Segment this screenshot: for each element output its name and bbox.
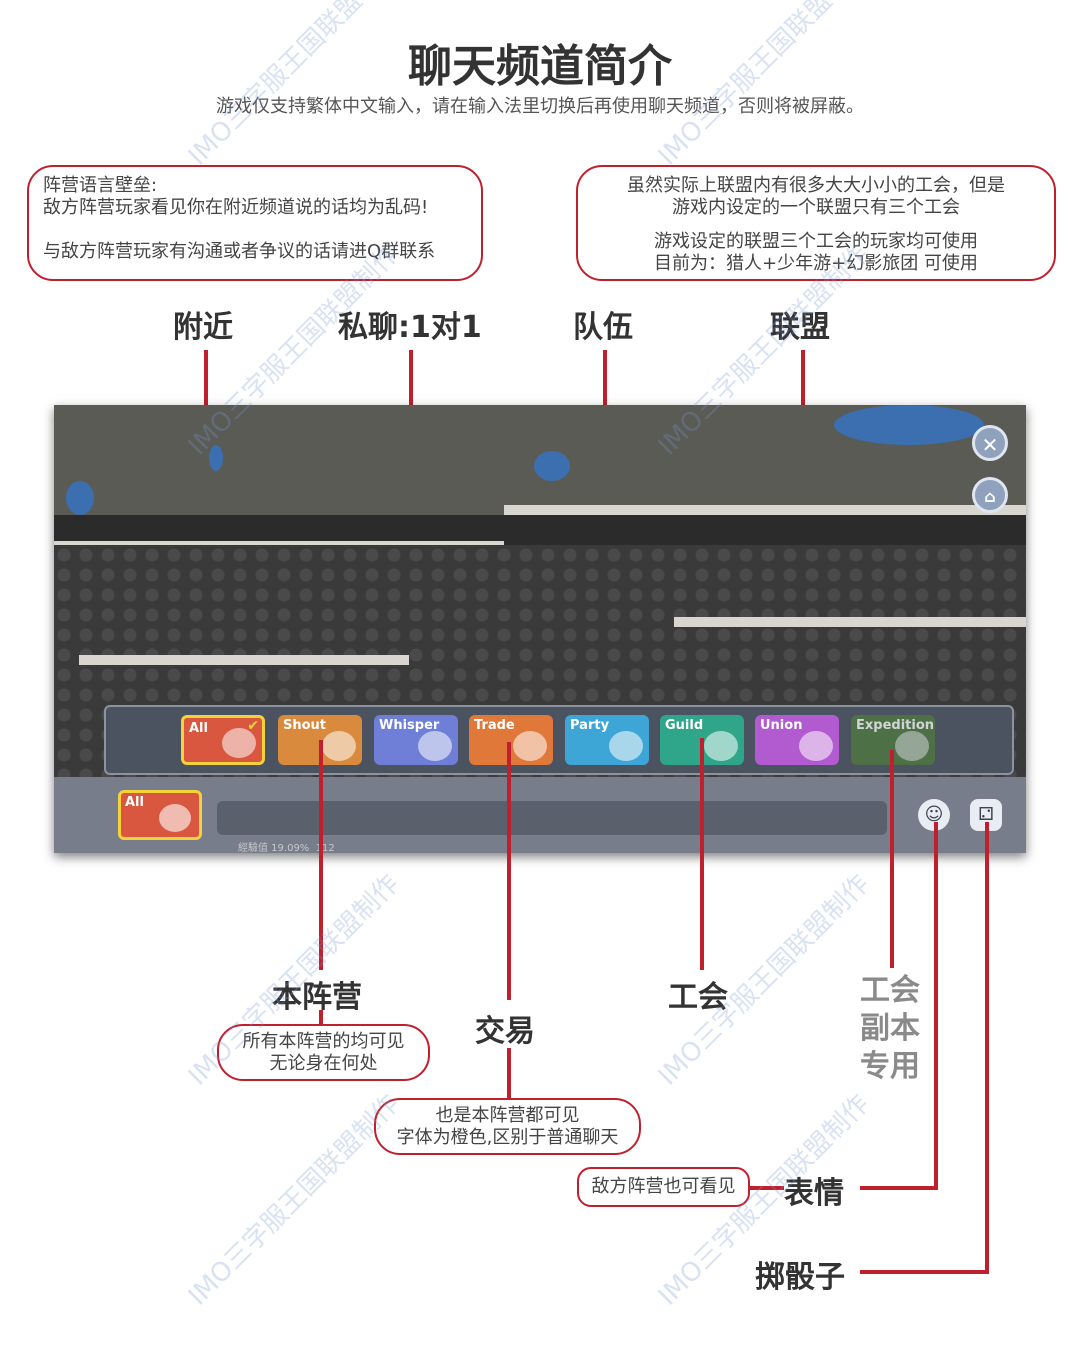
group-icon	[609, 731, 643, 761]
map-icon	[895, 731, 929, 761]
label-trade: 交易	[475, 1014, 535, 1049]
map-blob	[66, 481, 94, 515]
tab-all[interactable]: All ✔	[181, 715, 265, 765]
tab-label: Union	[760, 718, 803, 733]
tab-label: Whisper	[379, 718, 440, 733]
tab-label: All	[189, 721, 208, 736]
note-line: 敌方阵营玩家看见你在附近频道说的话均为乱码!	[43, 197, 429, 218]
label-expedition: 工会 副本 专用	[860, 973, 920, 1084]
label-shout: 本阵营	[272, 980, 362, 1015]
connector-dice	[985, 822, 989, 1274]
tab-union[interactable]: Union	[755, 715, 839, 765]
label-whisper: 私聊:1对1	[338, 310, 482, 345]
game-screenshot: ✕ ⌂ All ✔ Shout Whisper Trade Party Guil…	[54, 405, 1026, 853]
connector-dice-h	[860, 1270, 989, 1274]
map-blob	[534, 451, 570, 481]
note-line: 无论身在何处	[269, 1053, 378, 1074]
ear-icon	[418, 731, 452, 761]
note-line: 与敌方阵营玩家有沟通或者争议的话请进Q群联系	[43, 241, 436, 262]
map-ledge	[674, 617, 1026, 627]
flag-icon	[704, 731, 738, 761]
megaphone-icon	[322, 731, 356, 761]
note-nearby: 阵营语言壁垒: 敌方阵营玩家看见你在附近频道说的话均为乱码! 与敌方阵营玩家有沟…	[27, 165, 483, 281]
connector-emote-h	[860, 1186, 938, 1190]
tab-expedition[interactable]: Expedition	[851, 715, 935, 765]
tab-label: Expedition	[856, 718, 935, 733]
chat-input[interactable]	[217, 801, 887, 835]
note-trade: 也是本阵营都可见 字体为橙色,区别于普通聊天	[374, 1098, 641, 1155]
unlock-icon[interactable]: ⌂	[972, 477, 1008, 513]
tab-trade[interactable]: Trade	[469, 715, 553, 765]
connector-guild	[700, 738, 704, 970]
label-dice: 掷骰子	[755, 1260, 845, 1295]
note-line: 字体为橙色,区别于普通聊天	[396, 1127, 619, 1148]
label-guild: 工会	[668, 980, 728, 1015]
label-emote: 表情	[784, 1176, 844, 1211]
coin-bag-icon	[513, 731, 547, 761]
map-ledge	[504, 505, 1026, 515]
note-union: 虽然实际上联盟内有很多大大小小的工会，但是 游戏内设定的一个联盟只有三个工会 游…	[576, 165, 1056, 281]
connector-emote-note	[750, 1186, 784, 1190]
channel-tab-bar: All ✔ Shout Whisper Trade Party Guild Un…	[104, 705, 1014, 775]
note-line: 游戏设定的联盟三个工会的玩家均可使用	[654, 231, 978, 252]
page-subtitle: 游戏仅支持繁体中文输入，请在输入法里切换后再使用聊天频道，否则将被屏蔽。	[216, 96, 864, 117]
connector-shout	[319, 740, 323, 970]
note-line: 也是本阵营都可见	[435, 1105, 580, 1126]
tab-party[interactable]: Party	[565, 715, 649, 765]
map-ledge	[79, 655, 409, 665]
note-line: 虽然实际上联盟内有很多大大小小的工会，但是	[627, 175, 1005, 196]
tab-label: Guild	[665, 718, 704, 733]
tab-label: Trade	[474, 718, 515, 733]
connector-trade-note	[507, 1048, 511, 1098]
connector-emote	[934, 822, 938, 1190]
note-line: 所有本阵营的均可见	[242, 1031, 405, 1052]
watermark: IMO三字服王国联盟制作	[182, 1089, 406, 1312]
note-line: 目前为：猎人+少年游+幻影旅团 可使用	[654, 253, 978, 274]
note-spacer	[43, 219, 467, 241]
cat-icon	[222, 728, 256, 758]
exp-text: 經驗值 19.09%	[238, 843, 310, 853]
page-title: 聊天频道简介	[408, 41, 672, 92]
cat-icon	[159, 804, 191, 832]
note-emote: 敌方阵营也可看见	[577, 1167, 750, 1207]
banner-icon	[799, 731, 833, 761]
chat-input-bar: All 經驗值 19.09% 112 ☺ ⚁	[54, 777, 1026, 853]
connector-trade	[507, 742, 511, 1000]
map-blob	[209, 445, 223, 471]
note-shout: 所有本阵营的均可见 无论身在何处	[217, 1024, 430, 1081]
emoji-icon[interactable]: ☺	[918, 799, 950, 831]
check-icon: ✔	[247, 718, 259, 734]
map-blob	[834, 405, 984, 445]
label-nearby: 附近	[173, 310, 233, 345]
tab-label: Shout	[283, 718, 327, 733]
label-union: 联盟	[770, 310, 830, 345]
connector-expedition	[890, 750, 894, 968]
exp-extra: 112	[315, 843, 335, 853]
active-channel-label: All	[125, 795, 144, 810]
note-line: 游戏内设定的一个联盟只有三个工会	[672, 197, 960, 218]
exp-readout: 經驗值 19.09% 112	[238, 839, 335, 853]
tab-label: Party	[570, 718, 610, 733]
active-channel-button[interactable]: All	[118, 790, 202, 840]
tab-whisper[interactable]: Whisper	[374, 715, 458, 765]
connector-shout-note	[319, 1010, 323, 1024]
label-party: 队伍	[573, 310, 633, 345]
close-icon[interactable]: ✕	[972, 425, 1008, 461]
note-line: 阵营语言壁垒:	[43, 175, 158, 196]
